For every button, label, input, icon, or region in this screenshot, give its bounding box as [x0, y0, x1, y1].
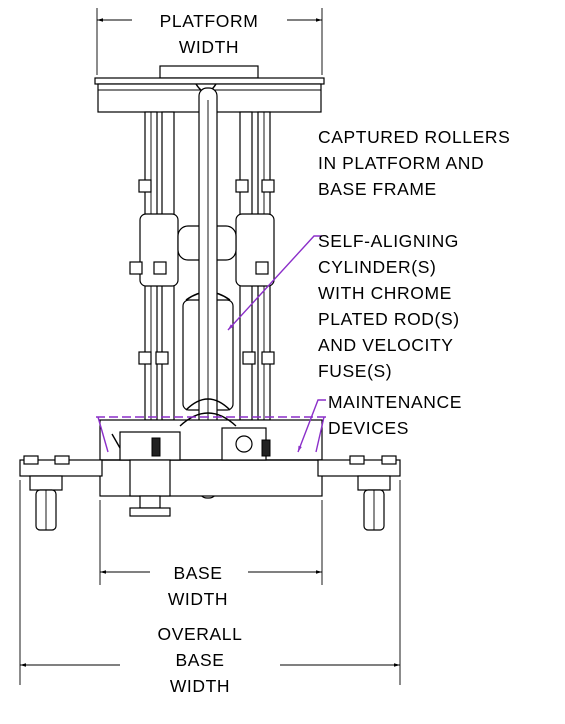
leg-bolts [129, 179, 275, 365]
base-frame [99, 412, 323, 497]
base-width-dimension: BASE WIDTH [99, 500, 323, 609]
bolt-2 [235, 179, 249, 193]
platform-width-dimension: PLATFORM WIDTH [96, 8, 323, 75]
captured-rollers-line-2: IN PLATFORM AND [318, 153, 484, 173]
foot-stem [139, 495, 161, 509]
maintenance-line-1: MAINTENANCE [328, 392, 462, 412]
valve-block [119, 431, 181, 461]
maintenance-side-left [97, 416, 109, 453]
self-aligning-line-5: AND VELOCITY [318, 335, 454, 355]
bolt-9 [261, 351, 275, 365]
maintenance-leader [297, 399, 326, 453]
platform-center-plate [159, 65, 259, 79]
maintenance-device-outline [96, 416, 326, 453]
self-aligning-line-6: FUSE(S) [318, 361, 392, 381]
captured-rollers-line-1: CAPTURED ROLLERS [318, 127, 510, 147]
outrigger-nut-left [23, 455, 39, 465]
outrigger-nut-right-2 [381, 455, 397, 465]
pivot-block-left [139, 213, 179, 287]
bolt-6 [255, 261, 269, 275]
bolt-5 [153, 261, 167, 275]
platform-top-plate [94, 77, 325, 85]
self-aligning-line-2: CYLINDER(S) [318, 257, 436, 277]
overall-base-width-label-3: WIDTH [170, 676, 230, 696]
outrigger-nut-right [349, 455, 365, 465]
self-aligning-callout: SELF-ALIGNING CYLINDER(S) WITH CHROME PL… [227, 231, 460, 381]
base-width-label-2: WIDTH [168, 589, 228, 609]
overall-base-width-label-2: BASE [175, 650, 224, 670]
hydraulic-cylinder [182, 87, 234, 499]
self-aligning-leader [227, 235, 322, 331]
maintenance-side-right [315, 416, 325, 453]
valve-handle [151, 437, 161, 457]
pivot-block-right [235, 213, 275, 287]
self-aligning-line-3: WITH CHROME [318, 283, 452, 303]
maintenance-callout: MAINTENANCE DEVICES [297, 392, 462, 453]
lower-block [129, 459, 171, 497]
platform-width-label-2: WIDTH [179, 37, 239, 57]
self-aligning-line-1: SELF-ALIGNING [318, 231, 459, 251]
bolt-7 [138, 351, 152, 365]
base-width-label-1: BASE [173, 563, 222, 583]
foot-pad [129, 507, 171, 517]
platform-width-label-1: PLATFORM [160, 11, 259, 31]
caster-fork-right [357, 475, 391, 491]
outriggers [19, 455, 401, 477]
bolt-3 [261, 179, 275, 193]
leveling-foot [129, 495, 171, 517]
pump-knob [235, 435, 253, 453]
cylinder-bottom-arc [185, 398, 231, 411]
captured-rollers-line-3: BASE FRAME [318, 179, 437, 199]
overall-base-width-label-1: OVERALL [158, 624, 243, 644]
captured-rollers-callout: CAPTURED ROLLERS IN PLATFORM AND BASE FR… [318, 127, 510, 199]
bolt-8 [155, 351, 169, 365]
self-aligning-line-4: PLATED ROD(S) [318, 309, 460, 329]
bolt-10 [242, 351, 256, 365]
bolt-4 [129, 261, 143, 275]
fitting [261, 439, 271, 457]
base-arc [179, 412, 237, 427]
release-lever [111, 433, 121, 449]
casters [29, 475, 391, 531]
outrigger-nut-left-2 [54, 455, 70, 465]
caster-fork-left [29, 475, 63, 491]
overall-base-width-dimension: OVERALL BASE WIDTH [19, 480, 401, 696]
bolt-1 [138, 179, 152, 193]
maintenance-line-2: DEVICES [328, 418, 409, 438]
